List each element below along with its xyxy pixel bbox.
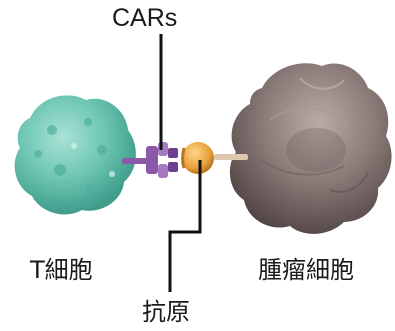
cars-label: CARs: [112, 6, 177, 31]
tumor-cell-illustration: [230, 63, 392, 234]
antigen-leader-line: [170, 160, 200, 292]
tumor-cell-label: 腫瘤細胞: [258, 258, 354, 282]
t-cell-illustration: [15, 95, 136, 214]
antigen-label: 抗原: [142, 300, 190, 324]
t-cell-label: T細胞: [30, 258, 93, 282]
